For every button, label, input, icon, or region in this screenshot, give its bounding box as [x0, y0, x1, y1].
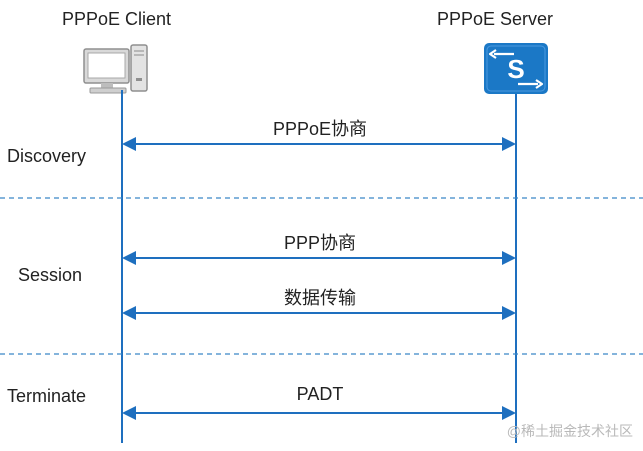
switch-icon: S — [484, 43, 548, 94]
watermark-text: @稀土掘金技术社区 — [506, 423, 633, 439]
server-label: PPPoE Server — [437, 9, 554, 29]
client-label: PPPoE Client — [62, 9, 172, 29]
phase-label-session: Session — [18, 265, 83, 285]
desktop-computer-icon — [83, 44, 148, 94]
message-label-data-transfer: 数据传输 — [284, 288, 356, 308]
message-label-padt: PADT — [296, 384, 344, 404]
message-label-ppp-negotiation: PPP协商 — [283, 233, 357, 253]
phase-label-discovery: Discovery — [7, 146, 87, 166]
switch-icon-letter: S — [507, 54, 524, 84]
phase-label-terminate: Terminate — [7, 386, 87, 406]
message-label-pppoe-negotiation: PPPoE协商 — [272, 119, 368, 139]
